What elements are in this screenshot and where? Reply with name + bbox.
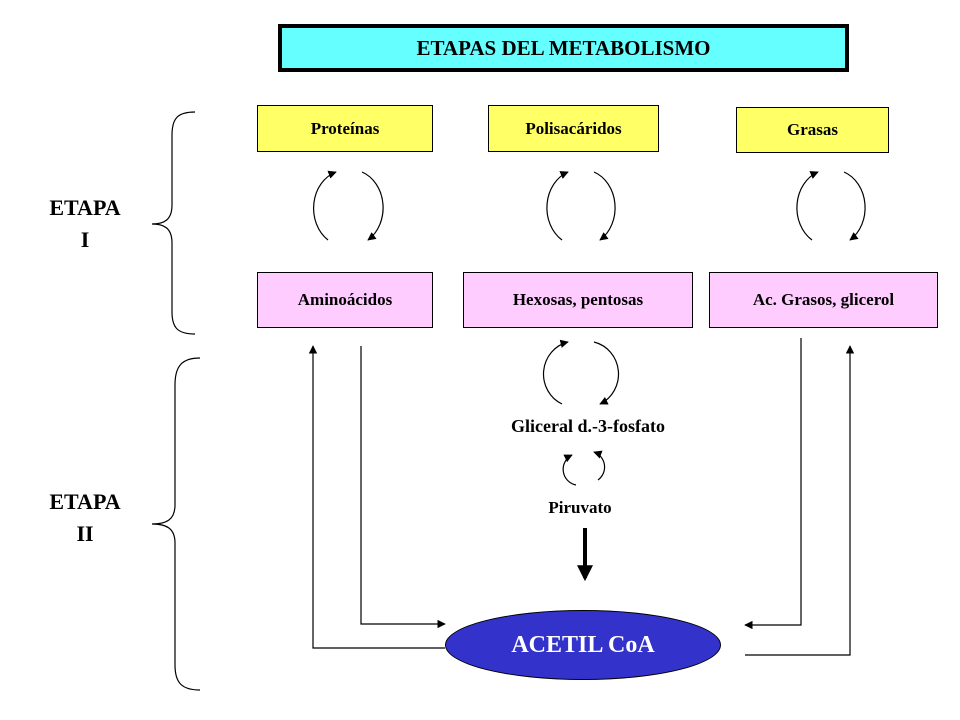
cycle-grasas-left: [796, 171, 819, 241]
acetil-coa-node: ACETIL CoA: [445, 610, 721, 680]
cycle-grasas-right: [843, 171, 866, 241]
cycle-hexosas-left: [542, 339, 569, 405]
cycle-g3p-right: [593, 450, 606, 481]
box-grasas: Grasas: [736, 107, 889, 153]
cycle-polisacaridos-right: [593, 171, 616, 241]
arrow-aminoacidos-to-acetil: [360, 346, 446, 629]
box-aminoacidos: Aminoácidos: [257, 272, 433, 328]
cycle-proteinas-left: [313, 170, 337, 241]
arrow-acgrasos-to-acetil: [744, 338, 802, 630]
diagram-title: ETAPAS DEL METABOLISMO: [278, 24, 849, 72]
arrow-acetil-to-aminoacidos: [308, 345, 445, 649]
stage-2-line1: ETAPA: [49, 489, 121, 514]
box-hexosas-pentosas: Hexosas, pentosas: [463, 272, 693, 328]
stage-2-line2: II: [76, 521, 94, 546]
box-ac-grasos-glicerol: Ac. Grasos, glicerol: [709, 272, 938, 328]
box-proteinas: Proteínas: [257, 105, 433, 152]
box-polisacaridos: Polisacáridos: [488, 105, 659, 152]
stage-1-brace: [151, 111, 196, 335]
stage-1-line1: ETAPA: [49, 195, 121, 220]
stage-1-line2: I: [80, 227, 90, 252]
arrow-acetil-to-acgrasos: [745, 345, 855, 656]
stage-2-label: ETAPA II: [35, 486, 135, 550]
cycle-proteinas-right: [361, 171, 384, 241]
cycle-polisacaridos-left: [546, 171, 569, 241]
stage-1-label: ETAPA I: [35, 192, 135, 256]
label-gliceraldehido-3-fosfato: Gliceral d.-3-fosfato: [511, 416, 665, 436]
cycle-g3p-left: [562, 454, 577, 486]
cycle-hexosas-right: [593, 341, 620, 405]
stage-2-brace: [151, 357, 201, 691]
label-piruvato: Piruvato: [548, 498, 612, 517]
